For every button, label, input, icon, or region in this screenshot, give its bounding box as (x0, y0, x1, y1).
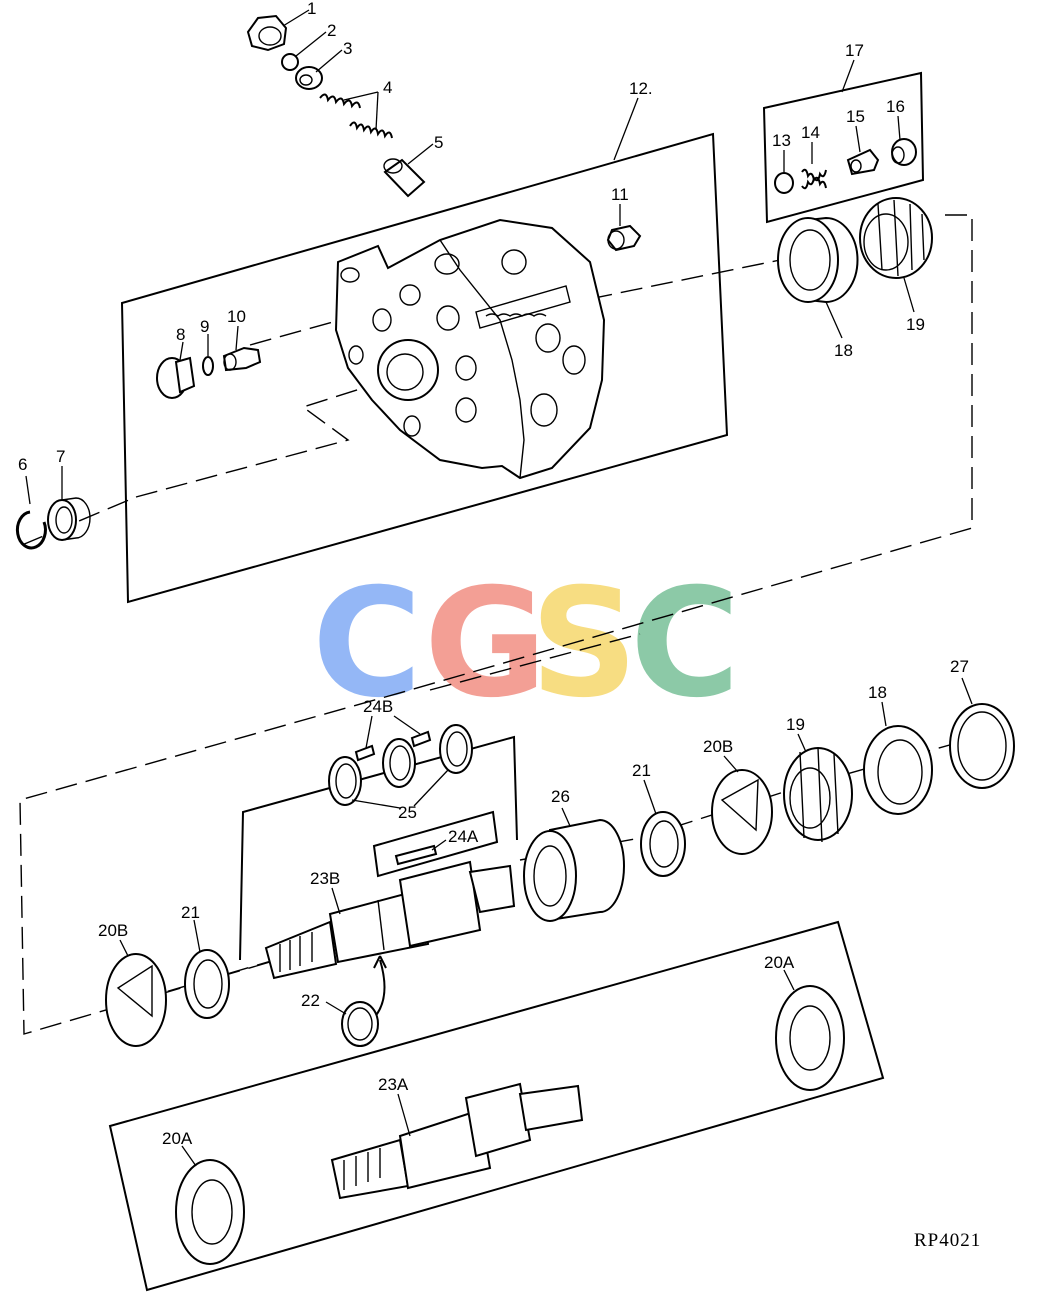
part-19-bearing-cone-lower (783, 747, 853, 843)
part-19-bearing-cone-upper (859, 197, 933, 279)
callout-5: 5 (434, 133, 443, 152)
part-18-bearing-cup-lower (863, 725, 933, 815)
part-2-ball (281, 53, 299, 71)
part-13-disc (774, 172, 794, 194)
leader-lines (25, 9, 973, 1167)
callout-6: 6 (18, 455, 27, 474)
callout-20b-left: 20B (98, 921, 128, 940)
part-5-sleeve (383, 158, 426, 198)
pin-24a-panel (372, 810, 499, 878)
watermark-letter-g: G (424, 557, 547, 731)
callout-26: 26 (551, 787, 570, 806)
callout-20a-upper: 20A (764, 953, 795, 972)
callout-19-lower: 19 (786, 715, 805, 734)
callout-23a: 23A (378, 1075, 409, 1094)
part-15-poppet (846, 148, 880, 176)
callout-9: 9 (200, 317, 209, 336)
callout-22: 22 (301, 991, 320, 1010)
part-6-snap-ring (15, 510, 47, 550)
callouts: 1 2 3 4 5 6 7 8 9 10 11 12. 13 14 15 16 … (18, 0, 969, 1148)
watermark-letter-c2: C (630, 557, 740, 731)
callout-11: 11 (611, 185, 629, 204)
callout-21-right: 21 (632, 761, 651, 780)
part-27-ring (949, 703, 1015, 789)
callout-3: 3 (343, 39, 352, 58)
callout-20b-right: 20B (703, 737, 733, 756)
callout-10: 10 (227, 307, 246, 326)
callout-14: 14 (801, 123, 820, 142)
callout-18-lower: 18 (868, 683, 887, 702)
part-24a-pin (394, 844, 438, 866)
part-20a-thrust-washer-lower (175, 1159, 245, 1265)
shaft-kit-23b-panel (239, 735, 518, 961)
part-4-springs (319, 93, 393, 139)
part-14-spring (801, 168, 827, 190)
part-21-ring-right (640, 811, 686, 877)
callout-13: 13 (772, 131, 791, 150)
part-20b-thrust-washer-right (711, 769, 773, 855)
callout-12: 12. (629, 79, 653, 98)
watermark-letter-s: S (530, 557, 638, 731)
valve-housing-panel (120, 132, 729, 604)
callout-24b: 24B (363, 697, 393, 716)
callout-18-upper: 18 (834, 341, 853, 360)
part-20b-thrust-washer-left (105, 953, 167, 1047)
valve-housing (334, 218, 606, 480)
callout-8: 8 (176, 325, 185, 344)
part-1-plug (246, 14, 288, 52)
callout-1: 1 (307, 0, 316, 18)
callout-7: 7 (56, 447, 65, 466)
callout-25: 25 (398, 803, 417, 822)
callout-4: 4 (383, 78, 392, 97)
part-24b-pins (354, 730, 432, 762)
part-22-ring (341, 1001, 379, 1047)
part-10-fitting (222, 346, 262, 372)
callout-27: 27 (950, 657, 969, 676)
watermark: C G S C (312, 557, 740, 731)
callout-21-left: 21 (181, 903, 200, 922)
callout-17: 17 (845, 41, 864, 60)
callout-20a-lower: 20A (162, 1129, 193, 1148)
part-21-ring-left (184, 949, 230, 1019)
part-3-seat (295, 66, 323, 90)
part-26-bushing (523, 818, 625, 922)
reference-code: RP4021 (914, 1230, 981, 1251)
part-23b-shaft (264, 860, 516, 1021)
callout-19-upper: 19 (906, 315, 925, 334)
callout-2: 2 (327, 21, 336, 40)
part-16-seat (891, 138, 917, 166)
part-20a-thrust-washer-upper (775, 985, 845, 1091)
part-9-o-ring (202, 356, 214, 376)
callout-15: 15 (846, 107, 865, 126)
callout-16: 16 (886, 97, 905, 116)
part-23a-shaft (330, 1082, 584, 1200)
callout-24a: 24A (448, 827, 479, 846)
callout-23b: 23B (310, 869, 340, 888)
part-8-plug (156, 356, 196, 399)
part-11-plug (606, 224, 642, 252)
shaft-kit-23a-panel (108, 920, 885, 1292)
part-18-bearing-cup-upper (777, 216, 859, 304)
part-25-rings (328, 724, 473, 806)
check-valve-kit-panel (762, 71, 925, 224)
